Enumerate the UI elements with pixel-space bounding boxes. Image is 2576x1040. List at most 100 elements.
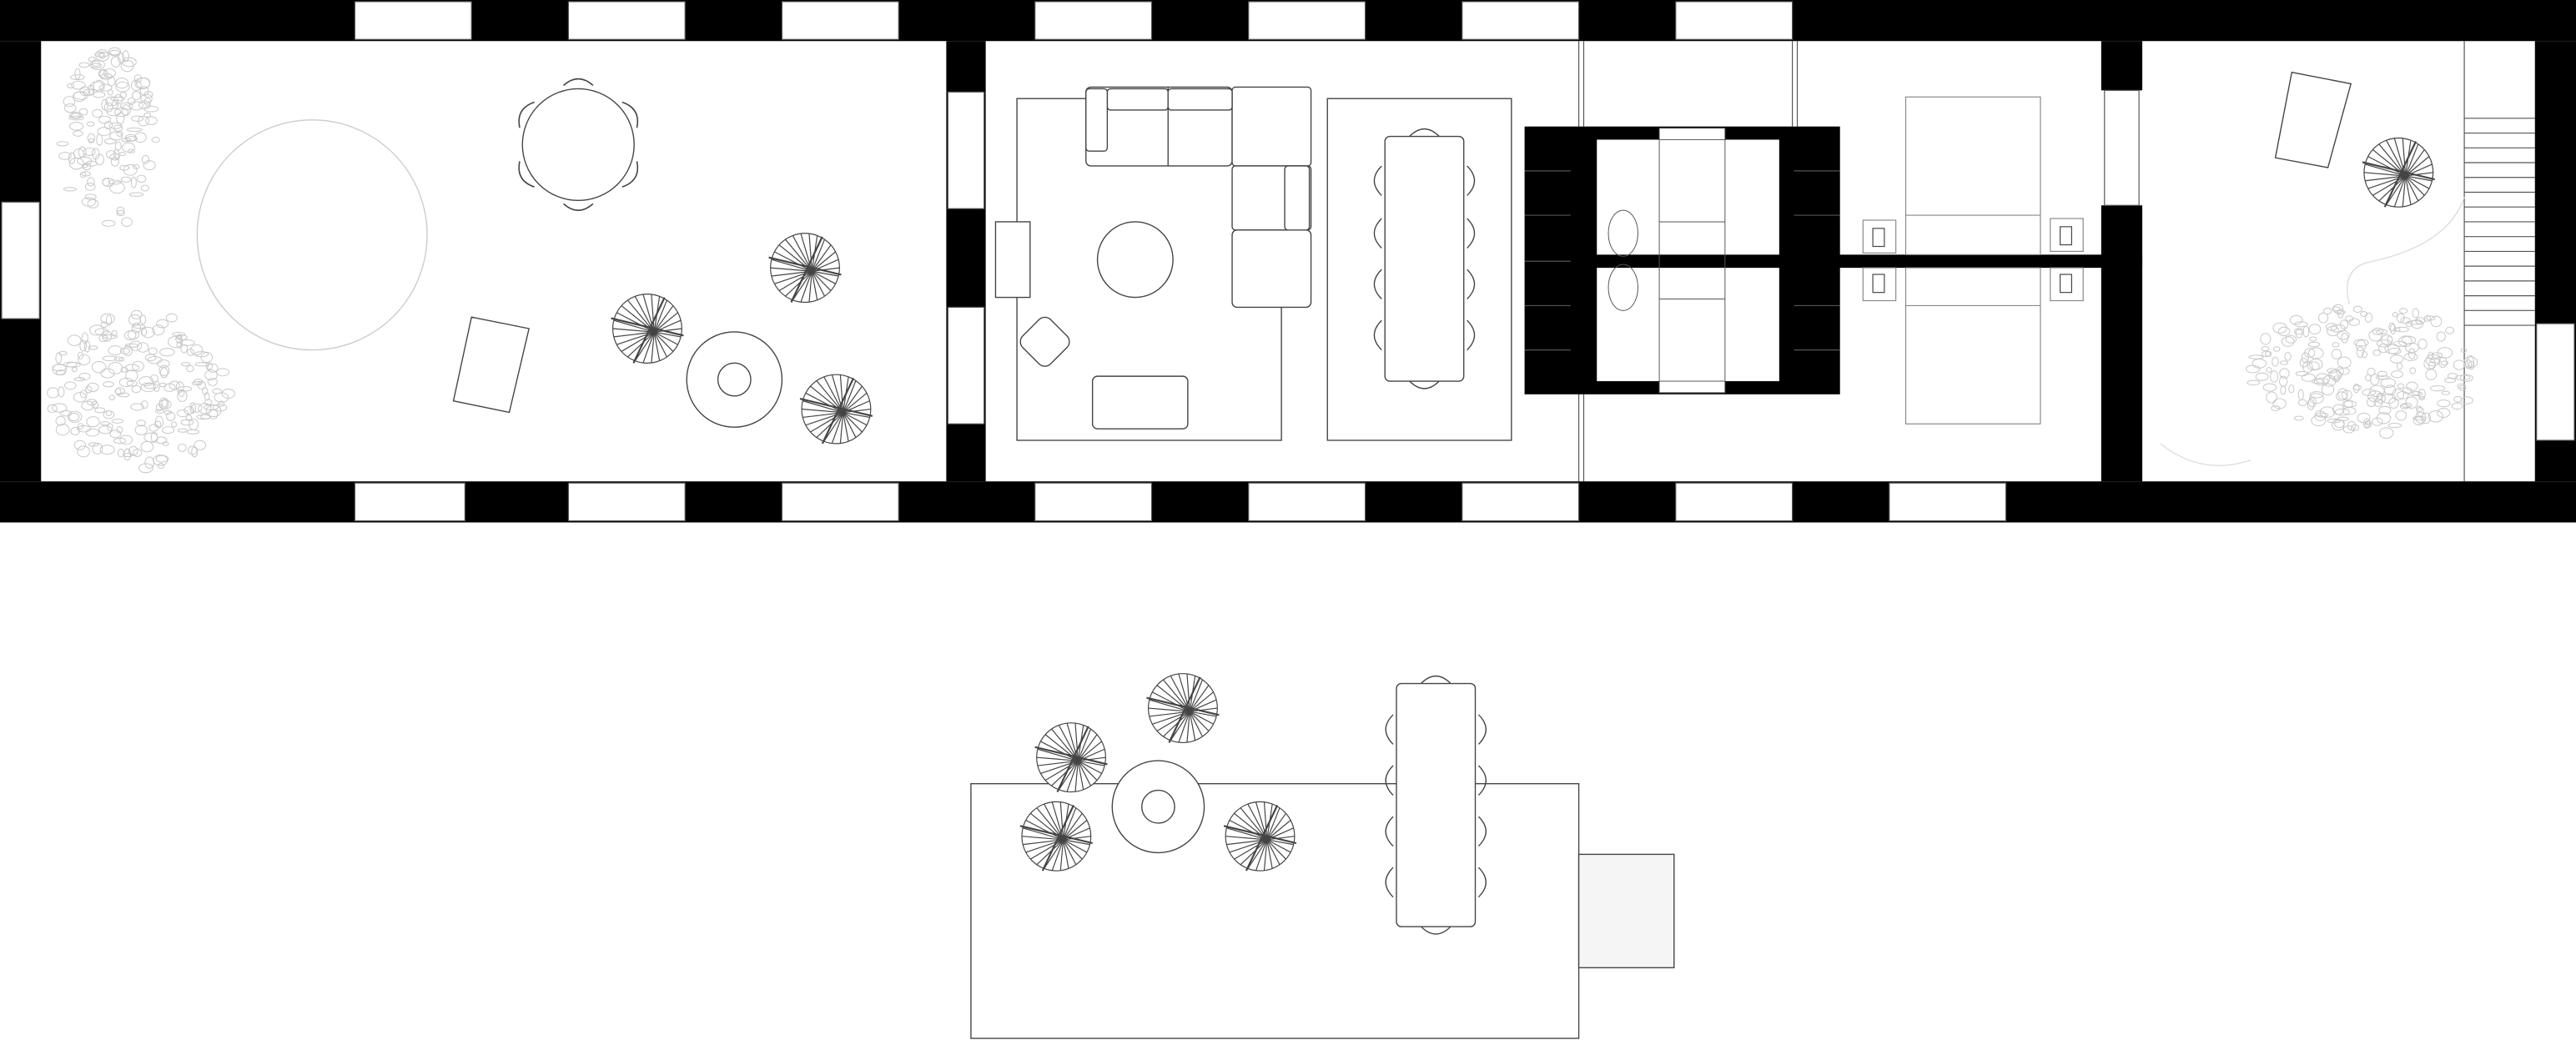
leaf	[88, 138, 95, 143]
chair-rib	[1263, 839, 1268, 871]
leaf	[2315, 412, 2329, 418]
round-dining-table	[521, 88, 635, 202]
tilted-rug	[2274, 71, 2352, 168]
leaf	[95, 153, 105, 166]
leaf	[103, 410, 115, 420]
leaf	[2341, 332, 2349, 344]
leaf	[2403, 352, 2418, 361]
chair-rib	[651, 294, 655, 333]
leaf	[2260, 333, 2272, 345]
leaf	[130, 403, 144, 411]
leaf	[2368, 329, 2382, 342]
leaf	[2372, 349, 2381, 356]
leaf	[2444, 377, 2457, 384]
leaf	[102, 219, 116, 227]
chair-back	[1409, 128, 1440, 137]
chair-rib	[2372, 175, 2406, 196]
leaf	[108, 122, 123, 129]
chair-frame	[1168, 676, 1201, 743]
chair-rib	[843, 412, 857, 438]
chair-rib	[651, 332, 655, 364]
leaf	[98, 69, 107, 78]
leaf	[2412, 308, 2420, 319]
leaf	[2415, 405, 2423, 412]
chair-frame	[768, 256, 842, 276]
leaf	[2307, 361, 2320, 371]
right-room	[2160, 71, 2465, 466]
chair-frame	[799, 398, 873, 417]
chair-rib	[642, 331, 655, 364]
dining-chair-icon	[1421, 926, 1452, 935]
leaf	[2394, 326, 2409, 333]
chair-rib	[843, 412, 849, 442]
chair-rib	[1255, 839, 1268, 871]
leaf	[2401, 402, 2412, 409]
chair-rib	[2405, 143, 2419, 177]
leaf	[63, 187, 78, 192]
leaf	[64, 381, 77, 390]
chair-rib	[1225, 836, 1267, 841]
leaf	[2464, 359, 2473, 369]
leaf	[110, 157, 119, 167]
leaf	[2304, 348, 2316, 359]
leaf	[2321, 383, 2335, 396]
window	[1462, 1, 1580, 40]
leaf	[113, 148, 119, 160]
window	[781, 1, 899, 40]
chair-rib	[1229, 819, 1268, 841]
leaf	[153, 455, 169, 466]
leaf	[2307, 347, 2324, 359]
terrace-side-table	[1111, 760, 1205, 854]
leaf	[52, 363, 68, 375]
leaf	[2430, 315, 2443, 328]
leaf	[123, 448, 132, 461]
leaf	[170, 421, 178, 428]
dining-chair-icon	[1385, 867, 1394, 898]
leaf	[190, 344, 204, 356]
leaf	[2279, 375, 2288, 387]
leaf	[196, 414, 211, 420]
dining-chair-icon	[1373, 165, 1382, 196]
lounge-chair-icon	[1146, 673, 1220, 744]
leaf	[133, 132, 147, 143]
leaf	[104, 96, 119, 107]
leaf	[79, 389, 88, 399]
chair-rib	[843, 408, 871, 414]
leaf	[2332, 304, 2344, 314]
ottoman	[1091, 375, 1189, 430]
leaf	[2400, 317, 2411, 324]
leaf	[138, 376, 153, 387]
leaf	[2352, 305, 2362, 313]
leaf	[2367, 397, 2377, 408]
leaf	[77, 423, 84, 430]
chair-rib	[612, 328, 655, 333]
leaf	[2348, 318, 2361, 326]
leaf	[2418, 389, 2426, 399]
leaf	[2311, 379, 2325, 384]
dining-chair-icon	[1373, 319, 1382, 351]
leaf	[130, 176, 137, 188]
leaf	[207, 377, 218, 386]
window	[2104, 89, 2140, 206]
chair-rib	[1077, 761, 1092, 786]
window	[2536, 323, 2575, 441]
leaf	[2293, 415, 2304, 421]
leaf	[161, 399, 168, 408]
leaf	[125, 136, 138, 142]
chair-rib	[1077, 734, 1098, 761]
leaf	[194, 440, 207, 450]
leaf	[99, 83, 113, 92]
chair-rib	[1044, 760, 1079, 781]
chair-rib	[808, 271, 813, 303]
chair-rib	[770, 267, 813, 272]
chair-rib	[831, 374, 844, 413]
leaf	[59, 409, 73, 417]
chair-frame	[1146, 696, 1220, 716]
leaf	[2377, 343, 2389, 354]
leaf	[110, 96, 125, 102]
dining-chair-icon	[1373, 218, 1382, 249]
chair-rib	[823, 412, 844, 442]
leaf	[99, 445, 115, 455]
leaf	[185, 414, 193, 421]
leaf	[138, 463, 153, 474]
